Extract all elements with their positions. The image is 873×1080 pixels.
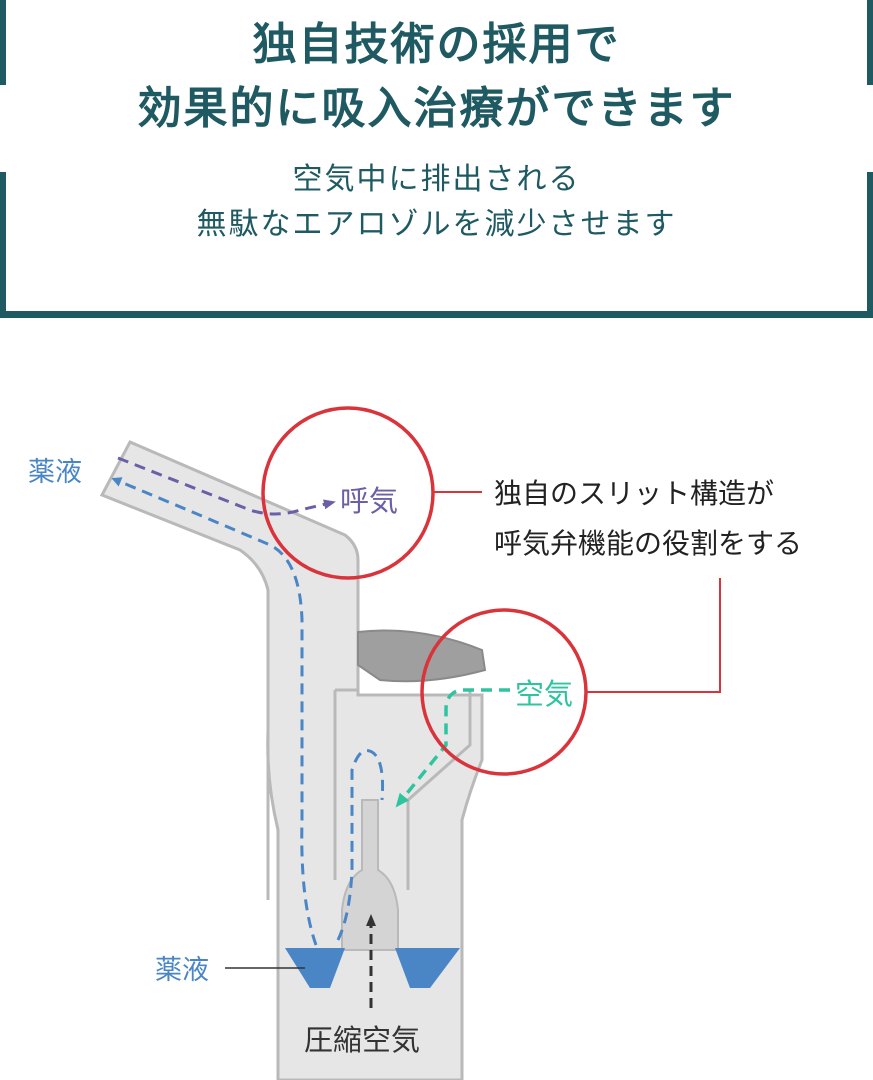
medicine-flow-path <box>111 477 318 946</box>
subtitle-line-1: 空気中に排出される <box>292 162 581 197</box>
header-panel: 独自技術の採用で 効果的に吸入治療ができます 空気中に排出される 無駄なエアロゾ… <box>0 0 873 318</box>
medicine-pool-right <box>395 948 460 988</box>
top-cap <box>357 629 487 683</box>
label-medicine-bottom: 薬液 <box>155 955 209 986</box>
exhale-flow-path <box>117 456 336 516</box>
callout-text-line-2: 呼気弁機能の役割をする <box>494 527 802 560</box>
header-border-left-bottom <box>0 172 6 318</box>
right-chamber-wall <box>407 690 472 802</box>
headline-line-2: 効果的に吸入治療ができます <box>137 83 736 134</box>
subtitle-line-2: 無駄なエアロゾルを減少させます <box>196 207 677 242</box>
label-air: 空気 <box>515 677 573 711</box>
callout-connector-right <box>586 578 721 693</box>
nebulizer-diagram: 薬液 呼気 空気 薬液 圧縮空気 独自のスリット構造が 呼気弁機能の役割をする <box>28 406 802 1080</box>
medicine-flow-inner <box>336 749 384 941</box>
medicine-pool-left <box>285 948 345 988</box>
label-compressed-air: 圧縮空気 <box>304 1023 420 1057</box>
callout-text-line-1: 独自のスリット構造が <box>494 477 774 510</box>
air-flow-path <box>395 688 510 808</box>
header-border-right-top <box>867 0 873 85</box>
label-exhale: 呼気 <box>340 484 398 518</box>
headline-line-1: 独自技術の採用で <box>252 19 621 70</box>
header-border-right-bottom <box>867 172 873 318</box>
label-medicine-top: 薬液 <box>28 457 82 488</box>
header-border-left-top <box>0 0 6 85</box>
